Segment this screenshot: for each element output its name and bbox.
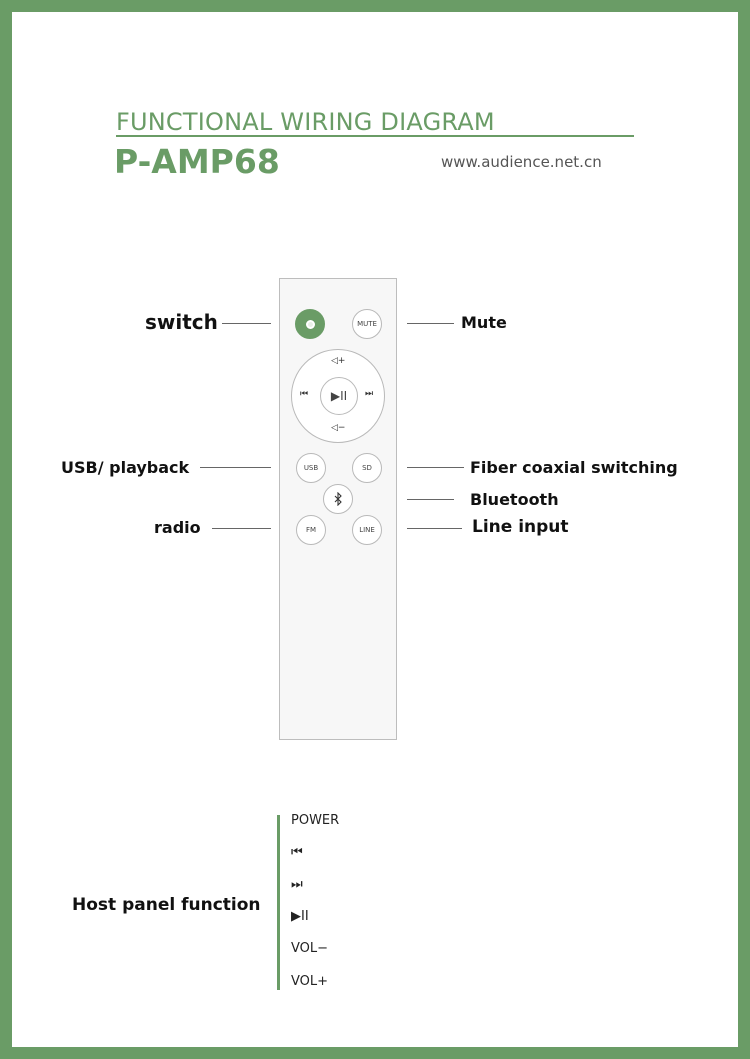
line-button[interactable]: LINE: [352, 515, 382, 545]
bluetooth-icon: [334, 492, 342, 506]
switch-callout-line: [222, 323, 271, 324]
host-panel-bar: [277, 815, 280, 990]
host-item-play-pause: ▶II: [291, 909, 309, 924]
host-item-next: ⏭: [291, 877, 303, 892]
host-item-vol-down: VOL−: [291, 941, 329, 956]
label-bluetooth: Bluetooth: [470, 490, 559, 509]
next-track-button[interactable]: ⏭: [365, 389, 374, 399]
label-usb-playback: USB/ playback: [61, 458, 190, 477]
label-fiber-coaxial: Fiber coaxial switching: [470, 458, 678, 477]
play-pause-button[interactable]: ▶II: [320, 377, 358, 415]
bluetooth-callout-line: [407, 499, 454, 500]
mute-callout-line: [407, 323, 454, 324]
website-url: www.audience.net.cn: [441, 153, 602, 171]
fm-button[interactable]: FM: [296, 515, 326, 545]
usb-button-label: USB: [303, 464, 319, 472]
previous-track-button[interactable]: ⏮: [300, 389, 309, 399]
play-pause-icon: ▶II: [330, 389, 348, 403]
line-button-label: LINE: [359, 526, 375, 534]
volume-up-button[interactable]: ◁+: [331, 356, 346, 366]
host-panel-label: Host panel function: [72, 895, 261, 915]
diagram-title: FUNCTIONAL WIRING DIAGRAM: [116, 108, 495, 136]
sd-button[interactable]: SD: [352, 453, 382, 483]
volume-down-button[interactable]: ◁−: [331, 423, 346, 433]
fiber-callout-line: [407, 467, 464, 468]
label-line-input: Line input: [472, 517, 569, 537]
usb-callout-line: [200, 467, 271, 468]
label-radio: radio: [154, 518, 201, 537]
sd-button-label: SD: [362, 464, 372, 472]
power-button[interactable]: [295, 309, 325, 339]
host-item-vol-up: VOL+: [291, 974, 329, 989]
mute-button[interactable]: MUTE: [352, 309, 382, 339]
model-name: P-AMP68: [114, 142, 280, 181]
host-item-power: POWER: [291, 813, 340, 828]
title-underline: [116, 135, 634, 137]
label-switch: switch: [145, 310, 218, 334]
bluetooth-button[interactable]: [323, 484, 353, 514]
host-item-previous: ⏮: [291, 845, 303, 860]
usb-button[interactable]: USB: [296, 453, 326, 483]
fm-button-label: FM: [305, 526, 317, 534]
line-input-callout-line: [407, 528, 462, 529]
mute-button-label: MUTE: [357, 320, 377, 328]
radio-callout-line: [212, 528, 271, 529]
label-mute: Mute: [461, 313, 507, 332]
